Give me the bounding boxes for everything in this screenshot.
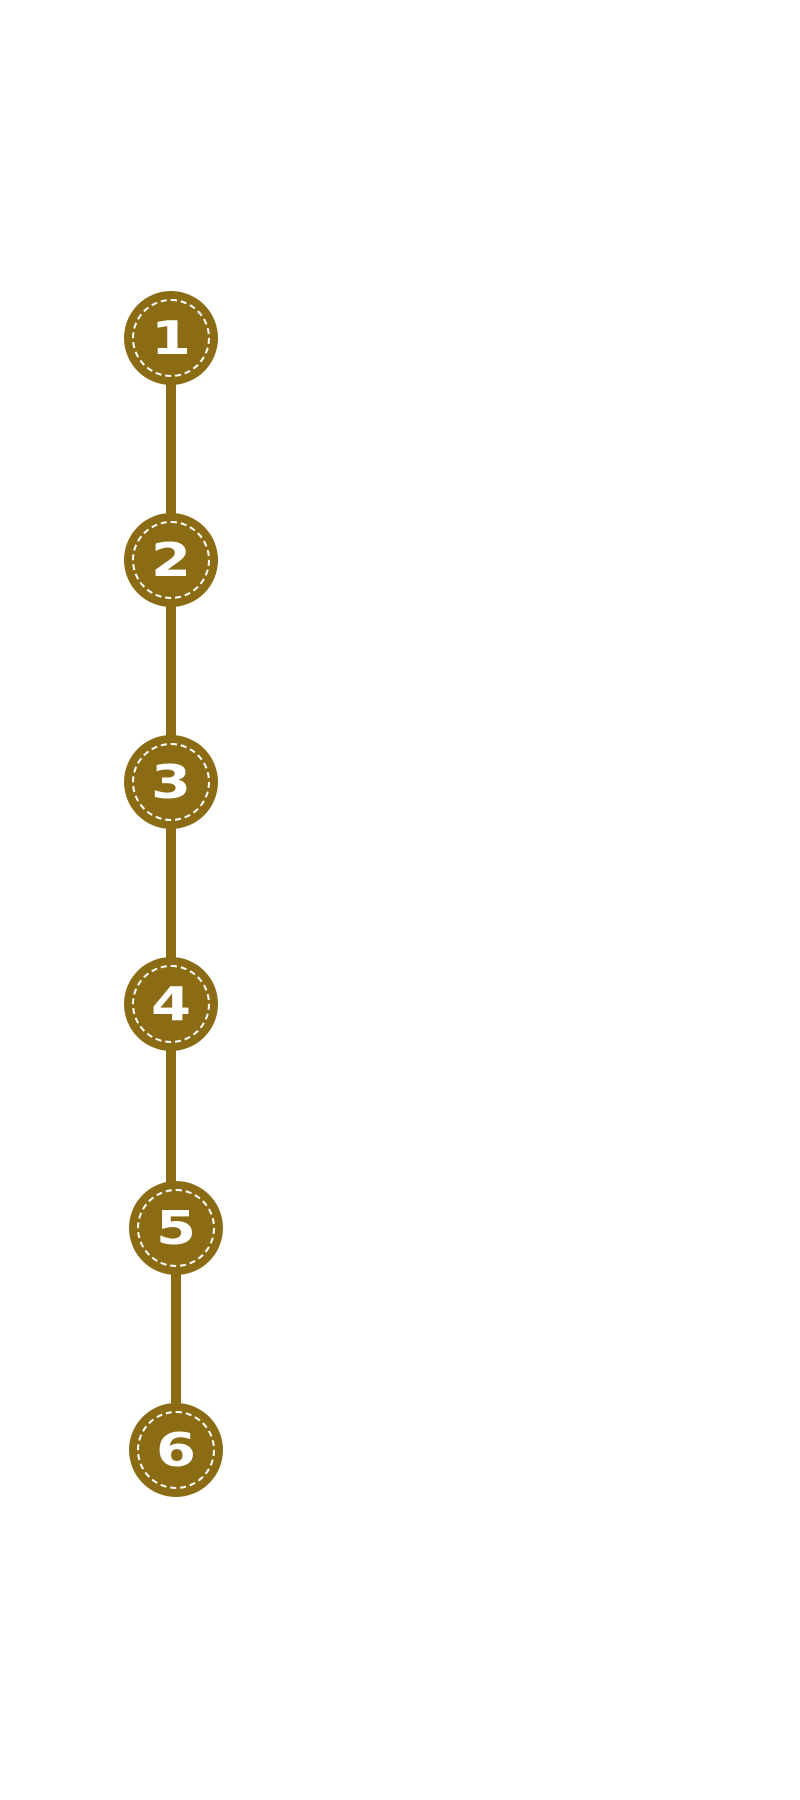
step-4-number: 4 — [150, 977, 191, 1031]
step-2-dashed-ring — [132, 521, 210, 599]
step-4-dashed-ring — [132, 965, 210, 1043]
step-2[interactable]: 2 — [124, 513, 218, 607]
step-3[interactable]: 3 — [124, 735, 218, 829]
step-6-dashed-ring — [137, 1411, 215, 1489]
step-connector-4-5 — [166, 1044, 176, 1186]
step-connector-3-4 — [166, 822, 176, 962]
step-4[interactable]: 4 — [124, 957, 218, 1051]
step-5-dashed-ring — [137, 1189, 215, 1267]
step-connector-2-3 — [166, 600, 176, 740]
step-1-dashed-ring — [132, 299, 210, 377]
step-connector-5-6 — [171, 1268, 181, 1410]
step-connector-1-2 — [166, 378, 176, 518]
step-6-number: 6 — [155, 1423, 196, 1477]
step-1-number: 1 — [150, 311, 191, 365]
step-2-number: 2 — [150, 533, 191, 587]
step-3-number: 3 — [150, 755, 191, 809]
step-5-number: 5 — [155, 1201, 196, 1255]
step-3-dashed-ring — [132, 743, 210, 821]
step-1[interactable]: 1 — [124, 291, 218, 385]
step-5[interactable]: 5 — [129, 1181, 223, 1275]
step-6[interactable]: 6 — [129, 1403, 223, 1497]
